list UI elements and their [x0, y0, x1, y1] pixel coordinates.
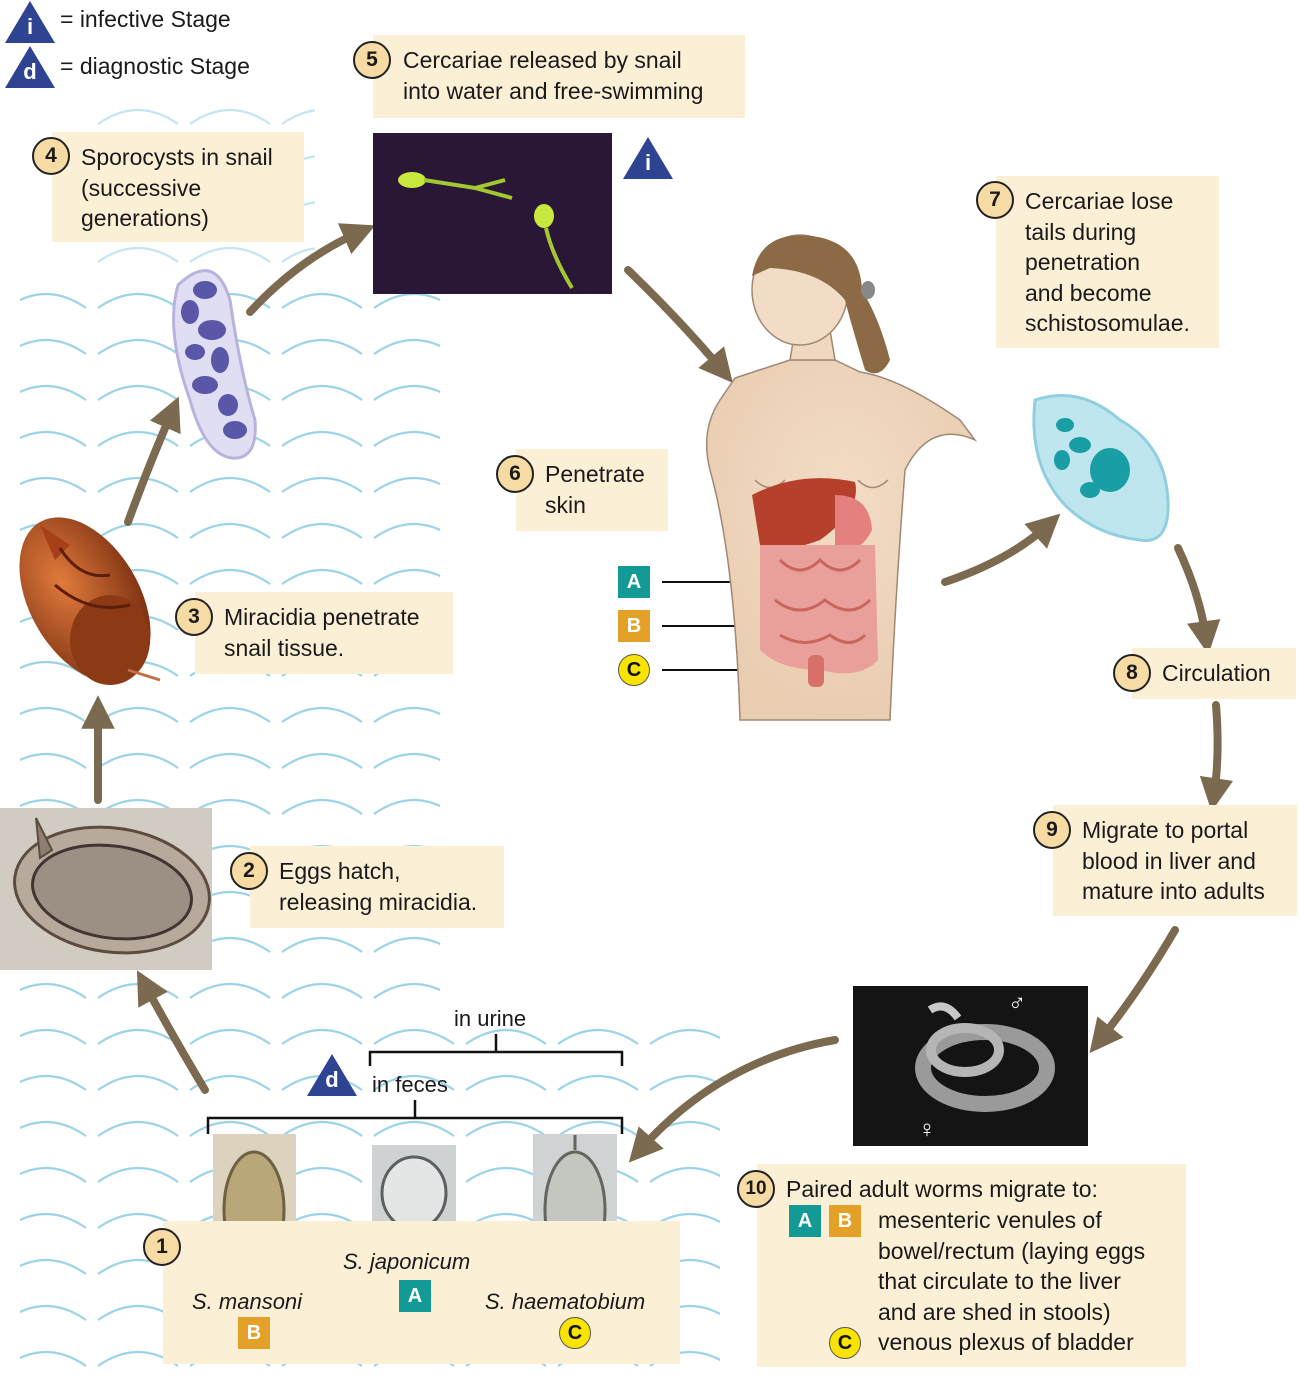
- arrow-7-to-8: [1174, 544, 1221, 655]
- step-7-box: Cercariae lose tails during penetration …: [996, 176, 1219, 348]
- s-japonicum-label: S. japonicum: [343, 1249, 471, 1274]
- in-urine-label: in urine: [454, 1006, 527, 1031]
- step-4-number: 4: [32, 137, 70, 175]
- step-8-text: Circulation: [1162, 660, 1271, 686]
- adult-worms-photo: [853, 986, 1088, 1146]
- haematobium-tag-c: C: [559, 1317, 591, 1349]
- in-feces-label: in feces: [372, 1072, 448, 1097]
- step-2-box: Eggs hatch, releasing miracidia.: [250, 846, 504, 928]
- step-3-text: Miracidia penetrate snail tissue.: [224, 604, 420, 661]
- step-9-text: Migrate to portal blood in liver and mat…: [1082, 817, 1265, 904]
- infective-symbol: i: [26, 14, 34, 39]
- step-4-text: Sporocysts in snail (successive generati…: [81, 144, 273, 231]
- step-6-number: 6: [496, 455, 534, 493]
- arrow-3-to-4: [124, 396, 181, 526]
- arrow-8-to-9: [1199, 701, 1234, 812]
- diagnostic-stage-legend-icon: d: [5, 46, 55, 88]
- step-10-box: Paired adult worms migrate to: A B mesen…: [757, 1164, 1186, 1367]
- infective-stage-marker: i: [623, 137, 673, 179]
- sporocyst-illustration: [172, 269, 257, 460]
- step-10-c-text: venous plexus of bladder: [878, 1329, 1134, 1355]
- step-7-text: Cercariae lose tails during penetration …: [1025, 188, 1190, 336]
- body-tag-b: B: [618, 610, 650, 642]
- arrow-5-to-6: [624, 266, 733, 383]
- arrow-6-to-7: [941, 513, 1061, 586]
- s-mansoni-label: S. mansoni: [192, 1289, 303, 1314]
- step-7-number: 7: [976, 181, 1014, 219]
- schistosomula-illustration: [1032, 394, 1170, 542]
- male-symbol: ♂: [1008, 990, 1026, 1017]
- step-6-text: Penetrate skin: [545, 461, 645, 518]
- step-10-ab-text: mesenteric venules of bowel/rectum (layi…: [878, 1207, 1146, 1325]
- female-symbol: ♀: [918, 1116, 936, 1143]
- step-9-box: Migrate to portal blood in liver and mat…: [1053, 805, 1297, 916]
- step-5-number: 5: [353, 41, 391, 79]
- diagnostic-stage-marker: d: [307, 1054, 357, 1096]
- body-tag-a: A: [618, 566, 650, 598]
- step-10-number: 10: [737, 1170, 775, 1208]
- step-2-number: 2: [230, 852, 268, 890]
- step-10-title: Paired adult worms migrate to:: [786, 1176, 1098, 1202]
- step-5-text: Cercariae released by snail into water a…: [403, 47, 704, 104]
- mansoni-tag-b: B: [238, 1317, 270, 1349]
- diagnostic-legend-label: = diagnostic Stage: [60, 53, 250, 79]
- step-9-number: 9: [1033, 811, 1071, 849]
- step-1-number: 1: [143, 1228, 181, 1266]
- human-body-illustration: [705, 234, 978, 721]
- step-8-number: 8: [1113, 654, 1151, 692]
- step-10-tag-b: B: [829, 1205, 861, 1237]
- infective-legend-label: = infective Stage: [60, 6, 231, 32]
- s-haematobium-label: S. haematobium: [485, 1289, 646, 1314]
- arrow-4-to-5: [246, 223, 376, 316]
- arrow-10-to-1: [628, 1036, 839, 1163]
- step-6-box: Penetrate skin: [516, 449, 668, 531]
- snail-photo: [19, 517, 161, 685]
- egg-hatch-photo: [0, 808, 212, 970]
- arrow-1-to-2: [136, 970, 209, 1094]
- step-2-text: Eggs hatch, releasing miracidia.: [279, 858, 478, 915]
- arrow-9-to-10: [1089, 926, 1179, 1054]
- step-4-box: Sporocysts in snail (successive generati…: [52, 132, 304, 242]
- step-3-box: Miracidia penetrate snail tissue.: [195, 592, 453, 674]
- step-10-tag-a: A: [789, 1205, 821, 1237]
- infective-stage-legend-icon: i: [5, 1, 55, 43]
- step-8-box: Circulation: [1132, 648, 1296, 699]
- diagnostic-symbol: d: [23, 59, 37, 84]
- step-5-box: Cercariae released by snail into water a…: [373, 35, 745, 118]
- egg-brackets: [206, 1034, 624, 1134]
- step-10-tag-c: C: [829, 1327, 861, 1359]
- step-3-number: 3: [175, 598, 213, 636]
- cercariae-photo: [373, 133, 612, 294]
- body-tag-c: C: [618, 654, 650, 686]
- japonicum-tag-a: A: [399, 1280, 431, 1312]
